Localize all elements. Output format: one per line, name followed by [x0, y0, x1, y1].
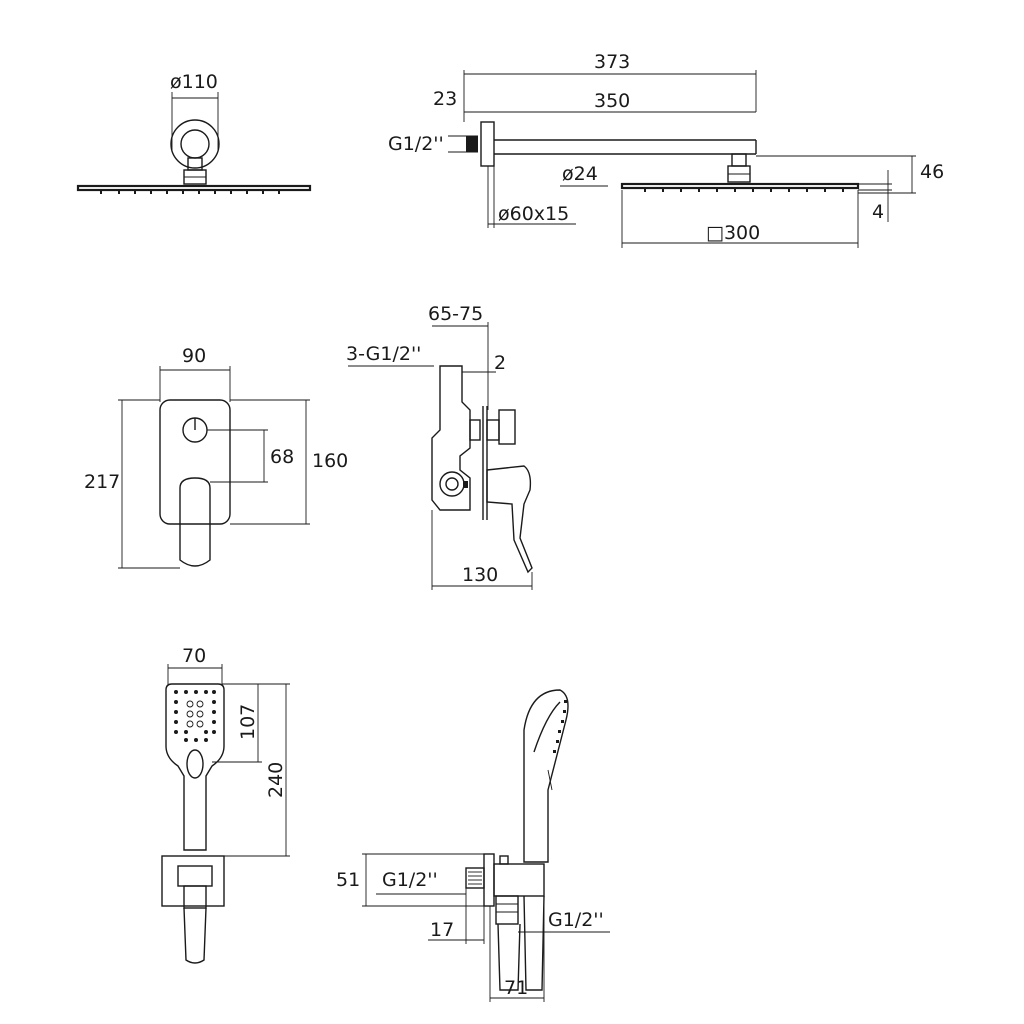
- flange-size-label: ø60x15: [498, 203, 569, 225]
- plate-gap-label: 2: [494, 352, 506, 374]
- hand-head-width-label: 70: [182, 645, 206, 667]
- side-nozzles: [553, 700, 567, 753]
- hand-head-height-label: 107: [237, 704, 259, 740]
- outlet-depth-label: 17: [430, 919, 454, 941]
- spray-ring-grid: [186, 700, 204, 728]
- plate-height-label: 160: [312, 450, 348, 472]
- outlet-thread-label: G1/2'': [382, 869, 438, 891]
- head-square-size-label: □300: [706, 222, 760, 244]
- hand-shower-front-view: 70 107 240: [161, 645, 290, 964]
- outlet-projection-label: 71: [504, 977, 528, 999]
- head-height-label: 46: [920, 161, 944, 183]
- arm-tube-diameter-label: ø24: [562, 163, 598, 185]
- mixer-depth-label: 65-75: [428, 303, 483, 325]
- overhead-shower-front-view: ø110: [76, 71, 312, 194]
- plate-total-height-label: 217: [84, 471, 120, 493]
- nozzle-row-front: [100, 191, 280, 194]
- overhead-shower-side-view: 373 350 23 G1/2'' ø60x15 ø24: [388, 51, 944, 248]
- head-diameter-label: ø110: [170, 71, 218, 93]
- mixer-projection-label: 130: [462, 564, 498, 586]
- arm-length-label: 350: [594, 90, 630, 112]
- mixer-outlets-label: 3-G1/2'': [346, 343, 421, 365]
- arm-total-length-label: 373: [594, 51, 630, 73]
- mixer-body-side-view: 65-75 3-G1/2'' 2 130: [346, 303, 533, 590]
- spray-nozzle-grid: [174, 690, 216, 742]
- outlet-height-label: 51: [336, 869, 360, 891]
- hose-thread-label: G1/2'': [548, 909, 604, 931]
- wall-outlet-side-view: 51 G1/2'' 17 G1/2'' 71: [336, 689, 610, 1002]
- mixer-plate-front-view: 90 217 68 160: [84, 345, 348, 569]
- wall-offset-label: 23: [433, 88, 457, 110]
- nozzle-row-side: [644, 189, 844, 192]
- plate-width-label: 90: [182, 345, 206, 367]
- head-thickness-label: 4: [872, 201, 884, 223]
- arm-thread-label: G1/2'': [388, 133, 444, 155]
- hand-total-length-label: 240: [265, 762, 287, 798]
- diverter-to-lever-label: 68: [270, 446, 294, 468]
